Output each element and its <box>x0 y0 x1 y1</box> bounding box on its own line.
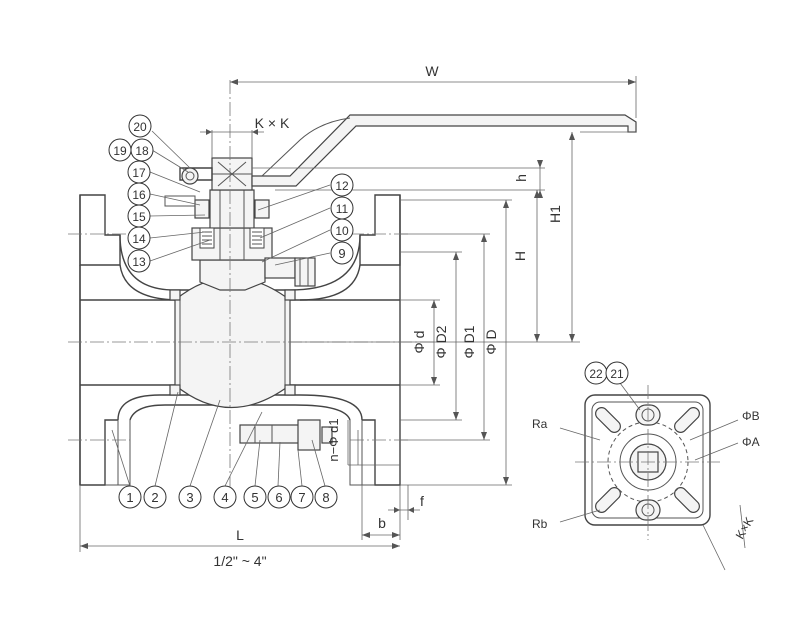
ball <box>169 276 296 409</box>
part-bubble-3: 3 <box>178 485 202 509</box>
right-flange <box>359 194 401 486</box>
top-view <box>559 382 746 571</box>
part-bubble-12: 12 <box>330 173 354 197</box>
handle-lever <box>251 114 637 187</box>
part-bubble-11: 11 <box>330 196 354 220</box>
svg-text:16: 16 <box>132 188 146 202</box>
svg-text:10: 10 <box>335 224 349 238</box>
side-bolt <box>264 257 316 287</box>
size-range-label: 1/2" ~ 4" <box>213 553 266 569</box>
top-view-kxk-label: K×K <box>733 515 757 542</box>
svg-text:3: 3 <box>186 490 193 505</box>
svg-text:17: 17 <box>132 166 146 180</box>
part-bubble-7: 7 <box>290 485 314 509</box>
svg-text:1: 1 <box>126 490 133 505</box>
dim-D-label: Φ D <box>483 329 499 354</box>
top-view-bubble-21: 21 <box>605 361 629 385</box>
svg-text:11: 11 <box>336 202 349 216</box>
svg-text:13: 13 <box>132 255 146 269</box>
part-bubble-6: 6 <box>267 485 291 509</box>
svg-text:18: 18 <box>135 144 149 158</box>
dim-kxk-label: K × K <box>255 115 290 131</box>
part-bubble-18: 18 <box>130 138 154 162</box>
top-view-ra-label: Ra <box>532 417 548 431</box>
stem-assembly <box>191 157 273 291</box>
part-leaders <box>111 130 331 487</box>
left-flange <box>79 194 121 486</box>
dim-w-label: W <box>425 63 439 79</box>
part-bubble-16: 16 <box>127 182 151 206</box>
top-view-rb-label: Rb <box>532 517 548 531</box>
dim-H-label: H <box>512 251 528 261</box>
part-bubble-2: 2 <box>143 485 167 509</box>
svg-text:14: 14 <box>132 232 146 246</box>
svg-text:8: 8 <box>322 490 329 505</box>
part-bubble-19: 19 <box>108 138 132 162</box>
part-bubble-5: 5 <box>243 485 267 509</box>
part-bubble-14: 14 <box>127 226 151 250</box>
dim-b-label: b <box>378 515 386 531</box>
dim-D2-label: Φ D2 <box>433 325 449 358</box>
svg-text:7: 7 <box>298 490 305 505</box>
part-bubble-15: 15 <box>127 204 151 228</box>
dim-D1-label: Φ D1 <box>461 325 477 358</box>
part-bubble-20: 20 <box>128 114 152 138</box>
part-bubble-8: 8 <box>314 485 338 509</box>
dim-d-label: Φ d <box>411 331 427 354</box>
svg-text:9: 9 <box>338 246 345 261</box>
top-view-bubble-22: 22 <box>584 361 608 385</box>
dimension-lines <box>79 76 637 552</box>
dim-L-label: L <box>236 527 244 543</box>
svg-text:4: 4 <box>221 490 228 505</box>
part-bubble-9: 9 <box>330 241 354 265</box>
part-bubble-4: 4 <box>213 485 237 509</box>
svg-text:12: 12 <box>335 179 349 193</box>
part-bubble-17: 17 <box>127 160 151 184</box>
top-view-b-label: ΦB <box>742 409 760 423</box>
bottom-bolt <box>239 419 333 451</box>
svg-text:20: 20 <box>133 120 147 134</box>
part-bubble-10: 10 <box>330 218 354 242</box>
top-view-a-label: ΦA <box>742 435 760 449</box>
svg-text:21: 21 <box>610 367 624 381</box>
svg-text:2: 2 <box>151 490 158 505</box>
dim-f-label: f <box>420 493 424 509</box>
svg-text:5: 5 <box>251 490 258 505</box>
svg-text:15: 15 <box>132 210 146 224</box>
svg-text:22: 22 <box>589 367 603 381</box>
part-bubble-1: 1 <box>118 485 142 509</box>
dim-h-label: h <box>513 174 529 182</box>
part-bubbles: 1 2 3 4 5 6 7 8 9 10 11 12 13 14 15 16 1… <box>108 114 354 509</box>
svg-text:6: 6 <box>275 490 282 505</box>
lock-plate <box>164 167 213 207</box>
dim-H1-label: H1 <box>547 205 563 223</box>
dim-nd1-label: n−Φ d1 <box>326 418 341 461</box>
part-bubble-13: 13 <box>127 249 151 273</box>
svg-text:19: 19 <box>113 144 127 158</box>
